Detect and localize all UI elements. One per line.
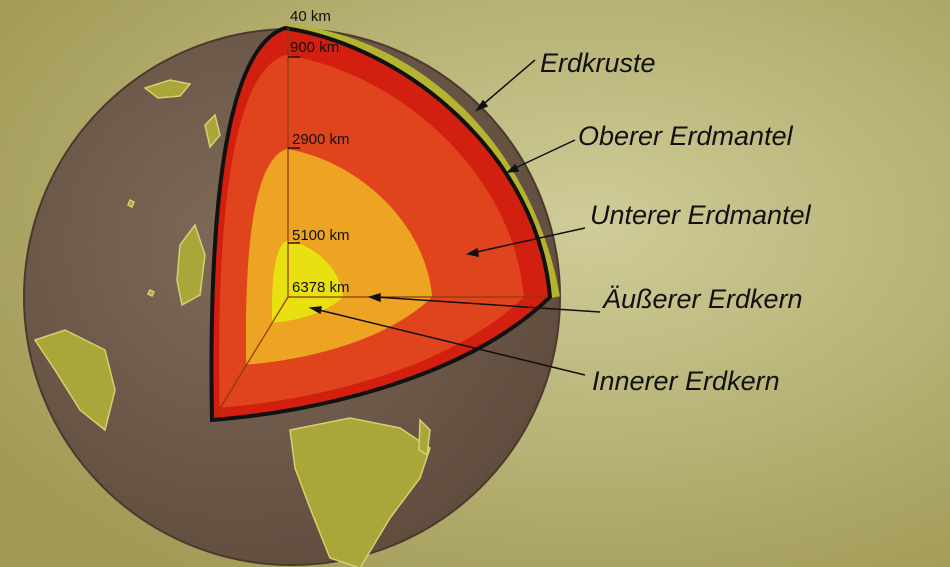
arrows: [308, 59, 601, 376]
label-crust: Erdkruste: [540, 48, 656, 78]
wedge-outline: [209, 25, 553, 423]
label-inner-core: Innerer Erdkern: [592, 366, 780, 396]
cutaway-wedge: [209, 25, 553, 423]
depth-axis: [213, 28, 548, 419]
label-outer-core: Äußerer Erdkern: [601, 284, 803, 314]
depth-label-upper-mantle: 900 km: [290, 39, 339, 56]
depth-label-crust: 40 km: [290, 8, 331, 25]
depth-label-outer-core: 5100 km: [292, 227, 350, 244]
depth-label-lower-mantle: 2900 km: [292, 131, 350, 148]
continents: [33, 79, 431, 567]
label-lower-mantle: Unterer Erdmantel: [590, 200, 812, 230]
depth-label-inner-core: 6378 km: [292, 279, 350, 296]
layer-inner-core: [271, 240, 343, 323]
label-upper-mantle: Oberer Erdmantel: [578, 121, 794, 151]
globe-rim-right: [284, 24, 560, 298]
